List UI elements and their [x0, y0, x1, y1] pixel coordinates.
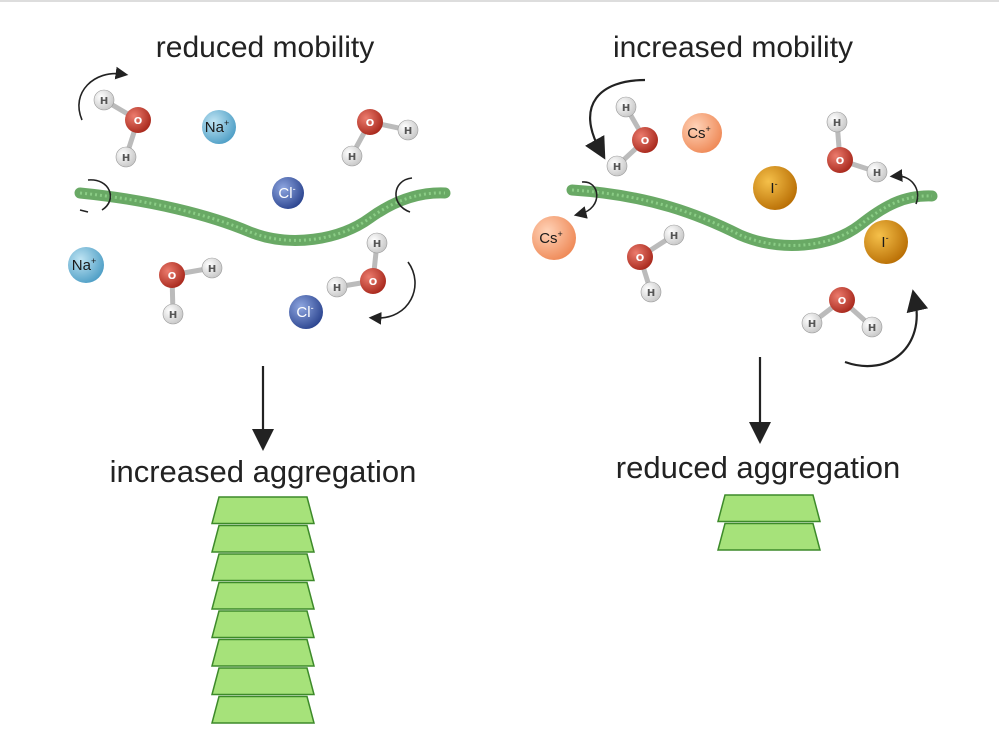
svg-text:O: O [134, 116, 143, 127]
svg-text:H: H [333, 283, 341, 294]
right-rotation-arrow-strand-left [573, 181, 598, 219]
water-molecule: O H H [341, 109, 419, 167]
svg-text:Cs+: Cs+ [687, 124, 711, 142]
svg-text:O: O [636, 253, 645, 264]
svg-text:H: H [100, 96, 108, 107]
left-rotation-arrow-strand-right [395, 177, 413, 213]
water-molecule: O H H [801, 287, 883, 338]
svg-text:O: O [838, 296, 847, 307]
water-molecule: H O H [627, 224, 685, 303]
svg-text:O: O [369, 277, 378, 288]
rotation-arrow [585, 78, 646, 160]
svg-text:O: O [641, 136, 650, 147]
right-rotation-arrow-strand-right [889, 169, 919, 205]
svg-text:H: H [670, 231, 678, 242]
svg-text:O: O [836, 156, 845, 167]
cs-ion: Cs+ [682, 113, 722, 153]
svg-text:H: H [348, 152, 356, 163]
right-panel-title: increased mobility [613, 31, 853, 64]
water-molecule: H O H [606, 96, 658, 177]
svg-text:H: H [808, 319, 816, 330]
water-molecule: H O H [93, 89, 151, 168]
left-panel: reduced mobility H O H Na+ [68, 31, 451, 724]
water-molecule: H O H [326, 232, 388, 298]
svg-text:H: H [404, 126, 412, 137]
cl-ion: Cl- [272, 177, 304, 209]
aggregate-layer [211, 638, 315, 667]
svg-text:H: H [868, 323, 876, 334]
left-rotation-arrow-strand-left [87, 179, 112, 211]
aggregate-layer [717, 522, 821, 551]
svg-text:Cs+: Cs+ [539, 229, 563, 247]
svg-text:H: H [613, 162, 621, 173]
svg-text:H: H [622, 103, 630, 114]
left-protein-strand [74, 187, 451, 246]
svg-text:H: H [833, 118, 841, 129]
svg-text:H: H [647, 288, 655, 299]
svg-text:I-: I- [881, 233, 888, 251]
rotation-arrow [368, 261, 416, 325]
aggregate-layer [211, 496, 315, 525]
cl-ion: Cl- [289, 295, 323, 329]
aggregate-layer [211, 553, 315, 582]
aggregate-layer [211, 524, 315, 553]
water-molecule: H O H [826, 111, 888, 183]
cs-ion: Cs+ [532, 216, 576, 260]
na-ion: Na+ [68, 247, 104, 283]
svg-text:Na+: Na+ [72, 256, 96, 274]
aggregate-layer [717, 494, 821, 523]
right-panel: increased mobility H O H Cs+ I- [532, 31, 938, 551]
svg-text:Na+: Na+ [205, 118, 229, 136]
rotation-arrow [844, 289, 929, 368]
svg-text:H: H [169, 310, 177, 321]
svg-text:O: O [366, 118, 375, 129]
left-outcome-label: increased aggregation [110, 454, 417, 489]
svg-text:O: O [168, 271, 177, 282]
aggregate-layer [211, 695, 315, 724]
aggregate-layer [211, 610, 315, 639]
left-panel-title: reduced mobility [156, 31, 374, 64]
right-aggregate-stack [717, 494, 821, 551]
rotation-arrow [78, 66, 129, 121]
iodide-ion: I- [753, 166, 797, 210]
svg-text:H: H [208, 264, 216, 275]
na-ion: Na+ [202, 110, 236, 144]
svg-text:Cl-: Cl- [278, 184, 295, 202]
svg-text:Cl-: Cl- [296, 303, 313, 321]
right-protein-strand [566, 184, 938, 251]
left-aggregate-stack [211, 496, 315, 724]
svg-text:H: H [122, 153, 130, 164]
aggregate-layer [211, 667, 315, 696]
iodide-ion: I- [864, 220, 908, 264]
water-molecule: O H H [159, 257, 223, 325]
aggregate-layer [211, 581, 315, 610]
svg-text:H: H [373, 239, 381, 250]
svg-text:I-: I- [770, 179, 777, 197]
svg-text:H: H [873, 168, 881, 179]
right-outcome-label: reduced aggregation [616, 450, 900, 485]
